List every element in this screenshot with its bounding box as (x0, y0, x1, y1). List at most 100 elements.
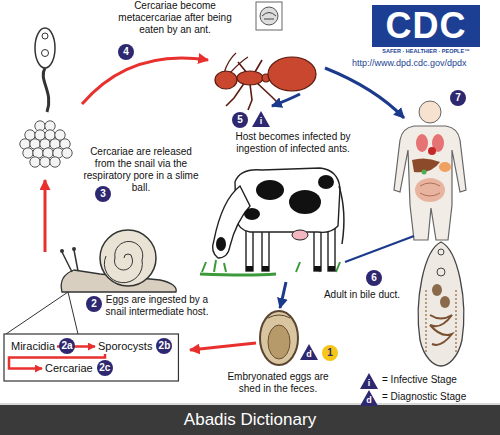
cow-figure (289, 190, 321, 214)
cow-figure (235, 168, 340, 232)
embryonated-egg (260, 311, 298, 365)
slime-ball (20, 121, 72, 167)
snail-figure (72, 247, 76, 251)
snail-figure (100, 230, 156, 286)
human-figure (394, 126, 466, 240)
stage-name-text: Miracidia (11, 340, 55, 353)
embryonated-egg (260, 311, 298, 365)
cow-figure (200, 274, 276, 275)
callout-number: 4 (118, 44, 134, 60)
cow-figure (339, 186, 344, 244)
cow-figure (213, 168, 340, 271)
human-figure (416, 134, 428, 152)
cow-figure (262, 266, 269, 271)
callout-number: 6 (366, 270, 382, 286)
watermark: Abadis Dictionary (0, 405, 500, 435)
embryonated-egg (268, 315, 290, 318)
cercaria-figure (35, 28, 55, 112)
leader-line (6, 292, 78, 334)
leader-line (6, 292, 78, 334)
snail-figure (104, 241, 142, 282)
legend-text: = Infective Stage (382, 374, 457, 386)
embryonated-egg (268, 325, 290, 359)
human-figure (439, 162, 451, 172)
callout-number: 7 (450, 90, 466, 106)
adult-fluke (418, 242, 464, 366)
stage-text: Embryonated eggs are shed in the feces. (222, 371, 334, 395)
cycle-arrow (190, 343, 256, 350)
callout-number: 2c (97, 360, 113, 376)
stage-box (4, 334, 178, 381)
slime-ball (30, 157, 40, 167)
stage-box (4, 334, 178, 381)
cow-figure (328, 266, 335, 271)
cow-figure (213, 186, 250, 258)
cow-figure (216, 175, 335, 271)
callout-number: 2a (59, 338, 75, 354)
cercaria-figure (42, 33, 48, 39)
callout-number: 2 (86, 296, 102, 312)
cow-figure (262, 226, 269, 271)
human-figure (420, 183, 440, 196)
cow-figure (244, 208, 260, 220)
stage-name: Cercariae (44, 362, 94, 375)
stage-text: Cercariae become metacercariae after bei… (106, 0, 244, 36)
legend-marker: d (360, 390, 378, 406)
cycle-arrow (44, 180, 47, 252)
stage-name-text: Cercariae (45, 362, 93, 375)
adult-fluke (432, 284, 442, 296)
agency-emblem (262, 13, 276, 20)
source-url: http://www.dpd.cdc.gov/dpdx (352, 58, 467, 69)
cow-figure (318, 175, 334, 189)
agency-emblem (256, 2, 282, 30)
human-figure (428, 147, 436, 155)
adult-fluke (418, 242, 464, 366)
legend-text: = Diagnostic Stage (382, 391, 466, 403)
callout-number: 5 (232, 112, 248, 128)
slime-ball (50, 157, 60, 167)
ant-figure (215, 71, 237, 89)
bottom-bar (0, 405, 500, 435)
adult-fluke (438, 249, 444, 255)
stage-text: Adult in bile duct. (322, 289, 402, 301)
cycle-arrow (325, 68, 404, 118)
cow-figure (256, 180, 284, 200)
cycle-arrow (280, 282, 286, 308)
stage-text: Eggs are ingested by a snail intermediat… (105, 294, 209, 318)
stage-name: Sporocysts (97, 340, 153, 353)
cow-figure (216, 237, 226, 251)
ant-figure (215, 53, 316, 110)
cycle-arrow (272, 94, 300, 106)
stage-text: Host becomes infected by ingestion of in… (226, 131, 360, 155)
cow-figure (328, 226, 335, 271)
ant-figure (237, 71, 263, 85)
snail-figure (60, 249, 64, 253)
cow-figure (246, 266, 253, 271)
cercaria-figure (43, 68, 49, 112)
logo-text: CDC (372, 5, 480, 47)
human-figure (422, 170, 427, 175)
bottom-bar (0, 403, 500, 405)
cow-figure (292, 230, 308, 240)
slime-ball (62, 148, 72, 158)
cercaria-figure (42, 50, 49, 57)
adult-fluke (426, 290, 456, 352)
callout-number: 1 (322, 345, 338, 361)
agency-emblem (260, 7, 278, 25)
human-figure (415, 178, 445, 202)
snail-figure (60, 230, 176, 292)
snail-figure (62, 250, 78, 272)
stage-marker: i (252, 111, 270, 127)
legend-marker: i (360, 373, 378, 389)
cow-figure (314, 266, 321, 271)
slime-ball (40, 157, 50, 167)
adult-fluke (437, 268, 445, 276)
callout-number: 3 (95, 186, 111, 202)
bottom-bar (0, 403, 500, 435)
human-figure (412, 158, 440, 172)
human-figure (394, 101, 466, 240)
cercaria-figure (35, 28, 55, 68)
logo-tagline: SAFER · HEALTHIER · PEOPLE™ (372, 48, 480, 55)
adult-fluke (440, 296, 450, 308)
agency-emblem (256, 2, 282, 30)
